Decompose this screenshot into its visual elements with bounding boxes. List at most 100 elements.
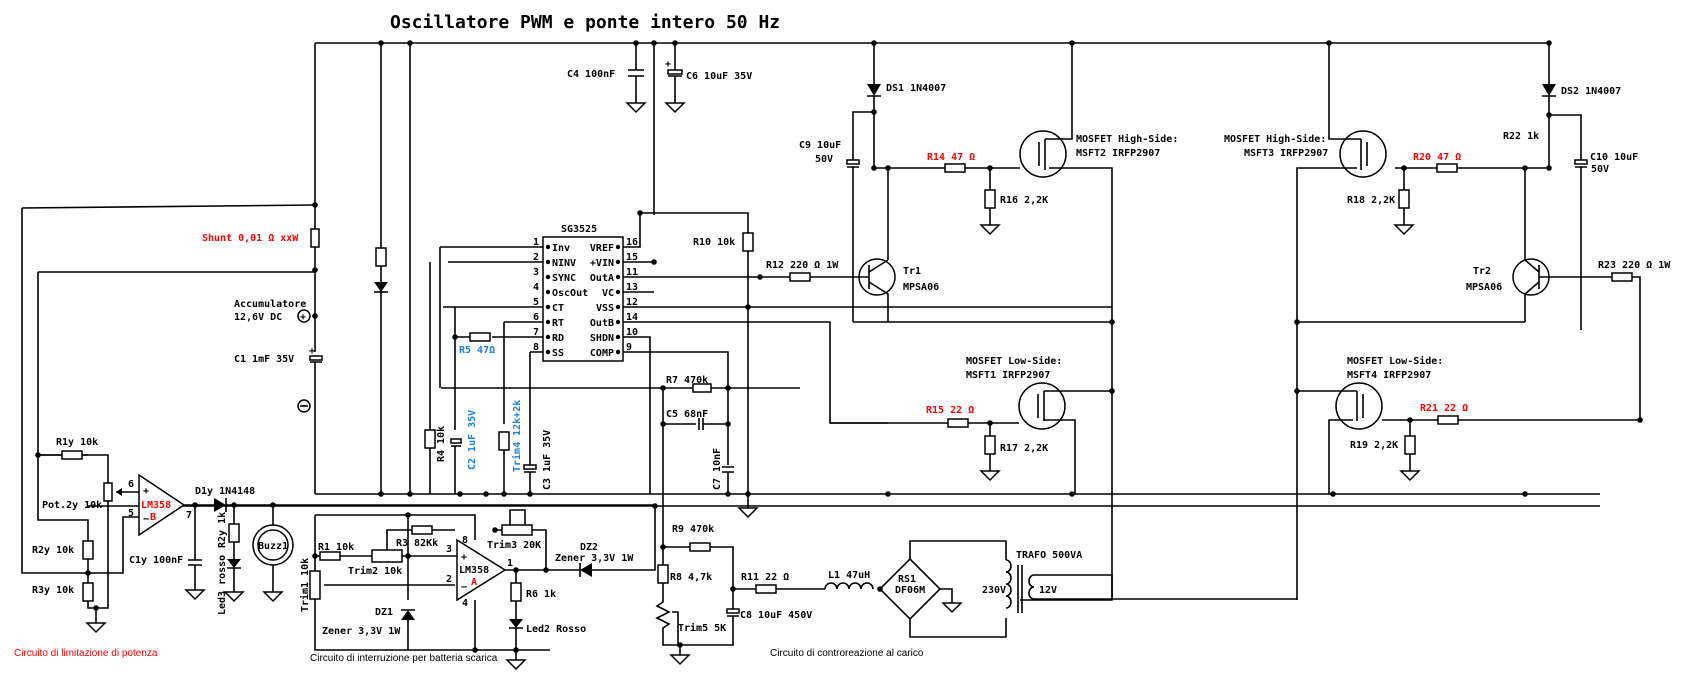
ic-pin-number: 7 — [533, 327, 539, 338]
ground-icon — [669, 654, 691, 666]
dz2-label: DZ2 — [580, 542, 598, 553]
ground-icon — [1399, 470, 1421, 482]
schematic-title: Oscillatore PWM e ponte intero 50 Hz — [390, 12, 780, 33]
trafo-primary-voltage: 230V — [982, 585, 1006, 596]
tr1-label: Tr1 — [903, 266, 921, 277]
ds1-label: DS1 1N4007 — [886, 83, 946, 94]
r18-label: R18 2,2K — [1347, 195, 1395, 206]
ic-pin — [545, 319, 551, 325]
ic-pin — [545, 349, 551, 355]
load-feedback-circuit: R9 470k R8 4,7k Trim5 5K R11 22 Ω C8 10u… — [655, 494, 1297, 666]
r10-label: R10 10k — [693, 237, 735, 248]
r1y-label: R1y 10k — [56, 437, 98, 448]
mosfet3-part: MSFT3 IRFP2907 — [1244, 148, 1328, 159]
r2y-1k-label: R2y 1k — [217, 512, 228, 548]
ic-pin-number: 4 — [533, 282, 539, 293]
tr1-part: MPSA06 — [903, 282, 939, 293]
c4-label: C4 100nF — [567, 69, 615, 80]
c5-label: C5 68nF — [666, 409, 708, 420]
led3-label: Led3 rosso — [217, 555, 228, 615]
power-limit-circuit: R1y 10k Pot.2y 10k R2y 10k R3y 10k + − 6… — [14, 208, 655, 659]
c8-label: C8 10uF 450V — [740, 610, 812, 621]
r4-resistor — [424, 429, 436, 449]
mosfet1-label: MOSFET Low-Side: — [966, 355, 1062, 367]
ground-icon — [1393, 224, 1415, 236]
ground-icon — [941, 602, 963, 614]
ic-pin — [615, 274, 621, 280]
ic-pin-number: 6 — [533, 312, 539, 323]
svg-text:6: 6 — [128, 479, 134, 490]
ground-icon — [979, 470, 1001, 482]
ic-pin-number: 10 — [626, 327, 638, 338]
svg-text:7: 7 — [186, 510, 192, 521]
l1-label: L1 47uH — [828, 570, 870, 581]
c10-voltage: 50V — [1591, 164, 1609, 175]
ic-pin — [545, 289, 551, 295]
battery-voltage: 12,6V DC — [234, 312, 282, 323]
svg-text:+: + — [665, 59, 671, 70]
mosfet-msft1 — [1018, 382, 1066, 430]
ic-pin-label: RD — [552, 333, 564, 344]
c6-label: C6 10uF 35V — [686, 71, 752, 82]
ic-pin-number: 8 — [533, 342, 539, 353]
ic-pin-number: 5 — [533, 297, 539, 308]
mosfet4-label: MOSFET Low-Side: — [1347, 355, 1443, 367]
ic-pin-number: 9 — [626, 342, 632, 353]
ground-icon — [737, 507, 759, 519]
trafo-secondary-voltage: 12V — [1039, 585, 1057, 596]
mosfet-msft3 — [1339, 130, 1387, 178]
dz2-voltage: Zener 3,3V 1W — [555, 553, 634, 564]
power-led-branch — [374, 43, 411, 494]
ground-icon — [85, 622, 107, 634]
section-load-feedback: Circuito di controreazione al carico — [770, 648, 924, 659]
ic-pin — [545, 334, 551, 340]
shunt-resistor: Shunt 0,01 Ω xxW — [21, 202, 320, 273]
buzzer-label: Buzz1 — [258, 541, 288, 552]
r21-label: R21 22 Ω — [1420, 403, 1468, 414]
r15-label: R15 22 Ω — [926, 405, 974, 416]
ic-pin-label: SYNC — [552, 273, 576, 284]
ic-pin — [545, 244, 551, 250]
ic-pin-number: 13 — [626, 282, 638, 293]
svg-text:+: + — [300, 312, 306, 323]
c10-label: C10 10uF — [1590, 152, 1638, 163]
trim1-label: Trim1 10k — [299, 558, 311, 612]
lm358b-label: LM358 — [141, 500, 171, 511]
r16-label: R16 2,2K — [1000, 195, 1048, 206]
ic-pin-number: 2 — [533, 252, 539, 263]
ic-pin — [615, 289, 621, 295]
r8-label: R8 4,7k — [670, 572, 712, 583]
ic-wiring: R5 47Ω R4 10k C2 1uF 35V Trim4 12k+2k C3… — [424, 210, 1112, 494]
battery-label: Accumulatore — [234, 299, 306, 310]
trim2-potentiometer — [371, 549, 403, 563]
dz1-voltage: Zener 3,3V 1W — [322, 626, 401, 637]
mosfet4-part: MSFT4 IRFP2907 — [1347, 370, 1431, 381]
svg-text:8: 8 — [462, 535, 468, 546]
r6-label: R6 1k — [526, 589, 556, 600]
ic-pin-number: 15 — [626, 252, 638, 263]
ic-pin — [545, 274, 551, 280]
ground-icon — [223, 591, 245, 603]
r17-label: R17 2,2K — [1000, 443, 1048, 454]
c9-label: C9 10uF — [799, 140, 841, 151]
c1-label: C1 1mF 35V — [234, 354, 294, 365]
mosfet2-part: MSFT2 IRFP2907 — [1076, 148, 1160, 159]
ic-pin-label: OutA — [590, 273, 614, 284]
r20-label: R20 47 Ω — [1413, 152, 1461, 163]
c2-label: C2 1uF 35V — [467, 410, 478, 470]
mosfet-msft4 — [1335, 382, 1383, 430]
d1y-diode — [214, 498, 226, 512]
ground-icon — [979, 224, 1001, 236]
sg3525-ic: SG3525 — [542, 224, 624, 362]
mosfet2-label: MOSFET High-Side: — [1076, 133, 1178, 145]
r9-label: R9 470k — [672, 524, 714, 535]
ic-pin-label: RT — [552, 318, 564, 329]
r11-label: R11 22 Ω — [741, 572, 789, 583]
svg-text:−: − — [461, 582, 467, 593]
c4-capacitor: C4 100nF — [567, 43, 647, 114]
ic-pin-label: OscOut — [552, 288, 588, 299]
rs1-label: RS1 — [898, 574, 916, 585]
pot2y-label: Pot.2y 10k — [42, 500, 102, 511]
r3y-label: R3y 10k — [32, 585, 74, 596]
ic-pin-label: VSS — [596, 303, 614, 314]
